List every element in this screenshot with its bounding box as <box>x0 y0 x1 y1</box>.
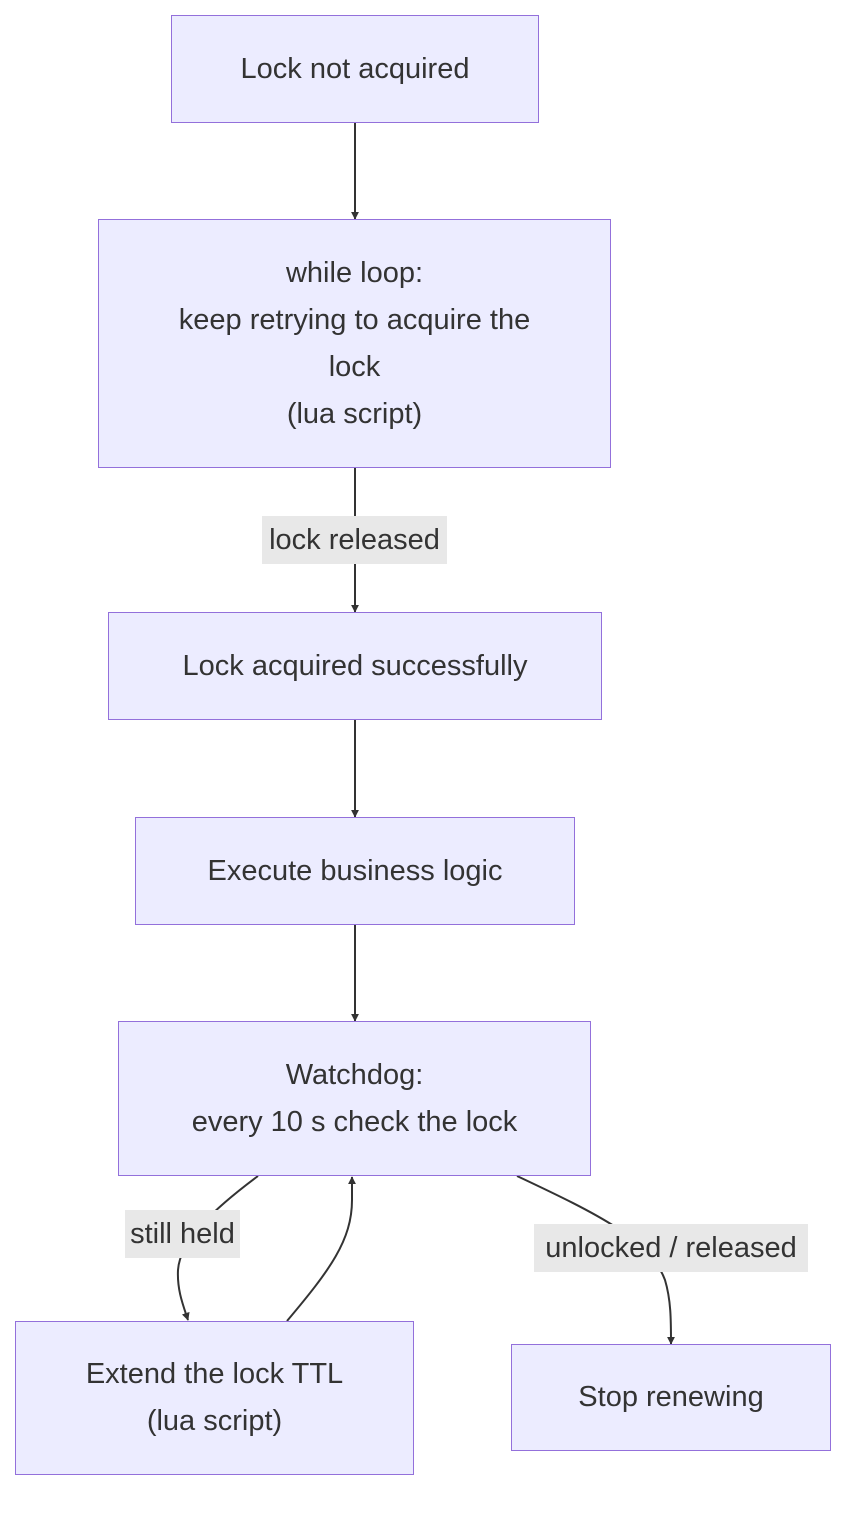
edge-watchdog-to-extend <box>176 1175 259 1321</box>
node-watchdog-label: Watchdog: every 10 s check the lock <box>192 1052 518 1146</box>
edge-label-still-held: still held <box>125 1210 240 1258</box>
node-line: (lua script) <box>146 1405 283 1437</box>
node-line: every 10 s check the lock <box>191 1105 518 1138</box>
node-line: keep retrying to acquire the <box>178 303 531 336</box>
edge-label-lock-released: lock released <box>262 516 447 564</box>
node-execute-business-logic-label: Execute business logic <box>208 848 503 895</box>
node-line: Execute business logic <box>207 854 503 887</box>
node-line: Extend the lock TTL <box>85 1358 344 1390</box>
node-lock-acquired-label: Lock acquired successfully <box>183 643 528 690</box>
edge-label-unlocked-released: unlocked / released <box>534 1224 808 1272</box>
node-lock-acquired: Lock acquired successfully <box>108 612 602 720</box>
node-line: (lua script) <box>286 397 423 430</box>
node-line: Stop renewing <box>578 1381 764 1413</box>
node-extend-lock-ttl-label: Extend the lock TTL (lua script) <box>86 1351 343 1445</box>
node-line: Lock not acquired <box>240 52 470 85</box>
node-line: while loop: <box>285 256 424 289</box>
node-line: lock <box>328 350 381 383</box>
node-execute-business-logic: Execute business logic <box>135 817 575 925</box>
node-line: Watchdog: <box>285 1058 424 1091</box>
node-while-loop-label: while loop: keep retrying to acquire the… <box>179 250 530 438</box>
node-watchdog: Watchdog: every 10 s check the lock <box>118 1021 591 1176</box>
node-lock-not-acquired: Lock not acquired <box>171 15 539 123</box>
node-lock-not-acquired-label: Lock not acquired <box>241 46 470 93</box>
node-while-loop: while loop: keep retrying to acquire the… <box>98 219 611 468</box>
edge-extend-to-watchdog <box>286 1176 356 1322</box>
node-line: Lock acquired successfully <box>182 649 528 682</box>
node-stop-renewing: Stop renewing <box>511 1344 831 1451</box>
node-stop-renewing-label: Stop renewing <box>578 1374 763 1421</box>
node-extend-lock-ttl: Extend the lock TTL (lua script) <box>15 1321 414 1475</box>
